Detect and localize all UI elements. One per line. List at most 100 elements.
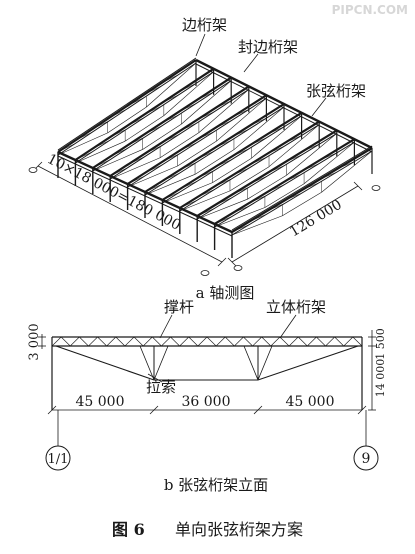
axon-web [231,167,250,176]
axon-web [75,131,93,141]
axon-web [57,143,76,153]
axon-web [161,114,180,124]
axon-web [197,208,215,217]
axon-web [179,142,198,151]
truss-web-member [70,336,80,347]
axon-web [266,165,285,174]
axon-cable [163,71,214,116]
axon-cable [229,166,270,192]
axon-cable [212,157,252,183]
elevation-axis-bubbles [45,445,379,471]
axon-cable [92,149,143,172]
axon-web [197,150,215,160]
axon-web [266,203,285,212]
axon-web [284,154,303,163]
axon-web [266,126,285,135]
axon-web [319,152,338,161]
axon-web [127,117,145,127]
axis-bubble-left: 1/1 [48,452,69,467]
axon-web [196,91,215,101]
axon-web [144,164,163,174]
span-dimension-3: 45 000 [286,394,335,410]
truss-web-member [270,336,281,347]
truss-web-member [215,336,226,347]
axon-web [126,97,145,107]
truss-web-member [206,336,217,347]
axon-web [144,145,163,154]
truss-web-member [88,336,98,347]
axon-web [249,194,268,204]
label-sealing-edge-truss: 封边桁架 [238,38,298,56]
span-dimension-2: 36 000 [182,394,231,410]
axon-web [179,199,198,209]
elevation-dimension-lines [38,330,376,446]
axon-web [249,156,268,166]
axon-web [214,120,232,129]
axon-axis-bubbles [28,167,381,276]
label-cable: 拉索 [146,378,176,396]
axon-cable [198,89,249,133]
axon-web [231,205,250,214]
axon-web [75,151,93,161]
axon-cable [233,106,285,150]
axon-web [231,224,250,233]
axon-cable [247,174,287,200]
axon-web [162,191,180,201]
axon-web [179,180,198,190]
truss-web-member [152,336,162,347]
truss-web-member [252,336,262,347]
axon-web [214,139,232,149]
truss-web-member [188,336,199,347]
axon-cable [144,174,196,196]
axon-web [162,133,180,143]
label-spatial-truss: 立体桁架 [266,298,326,316]
axon-cable [110,157,161,180]
truss-web-member [133,336,144,347]
truss-web-member [124,336,135,347]
truss-web-member [142,336,153,347]
axon-cable [197,198,248,220]
figure-title: 单向张弦桁架方案 [175,520,303,539]
axon-cable [286,133,337,176]
axon-web [127,136,145,146]
axon-cable [127,165,178,188]
axon-cable [214,207,266,228]
axon-web [144,105,162,115]
figure-number: 图 6 [112,520,145,539]
axon-sealing-truss [231,145,373,231]
axon-web [109,148,128,157]
axon-cable [264,183,305,208]
axon-web [214,100,232,110]
axon-cable [57,132,108,156]
caption-b: b 张弦桁架立面 [164,476,268,494]
axon-cable [159,132,200,158]
truss-web-member [170,336,180,347]
axon-web [92,159,111,169]
axon-web [127,156,145,166]
axon-edge-truss-bottom [57,155,233,237]
caption-a: a 轴测图 [196,284,255,302]
truss-web-member [307,336,317,347]
axon-cable [124,115,165,142]
axon-cable [146,62,197,108]
axon-cable [179,190,231,212]
axon-web [197,189,215,198]
truss-web-member [261,336,272,347]
truss-web-member [325,336,335,347]
truss-web-member [334,336,344,347]
axon-web [249,175,268,185]
axon-web [214,197,233,206]
truss-web-member [279,336,290,347]
axon-web [284,135,302,144]
axon-web [109,128,128,138]
axis-bubble-right: 9 [362,451,371,467]
axon-web [301,182,320,191]
axon-edge-truss [195,58,373,150]
truss-web-member [197,336,208,347]
axon-web [266,145,285,155]
axon-cable [181,80,232,125]
axon-cable [303,141,355,184]
truss-web-member [225,336,235,347]
label-string-truss: 张弦桁架 [306,82,366,100]
axon-dimension-lines [33,161,363,267]
